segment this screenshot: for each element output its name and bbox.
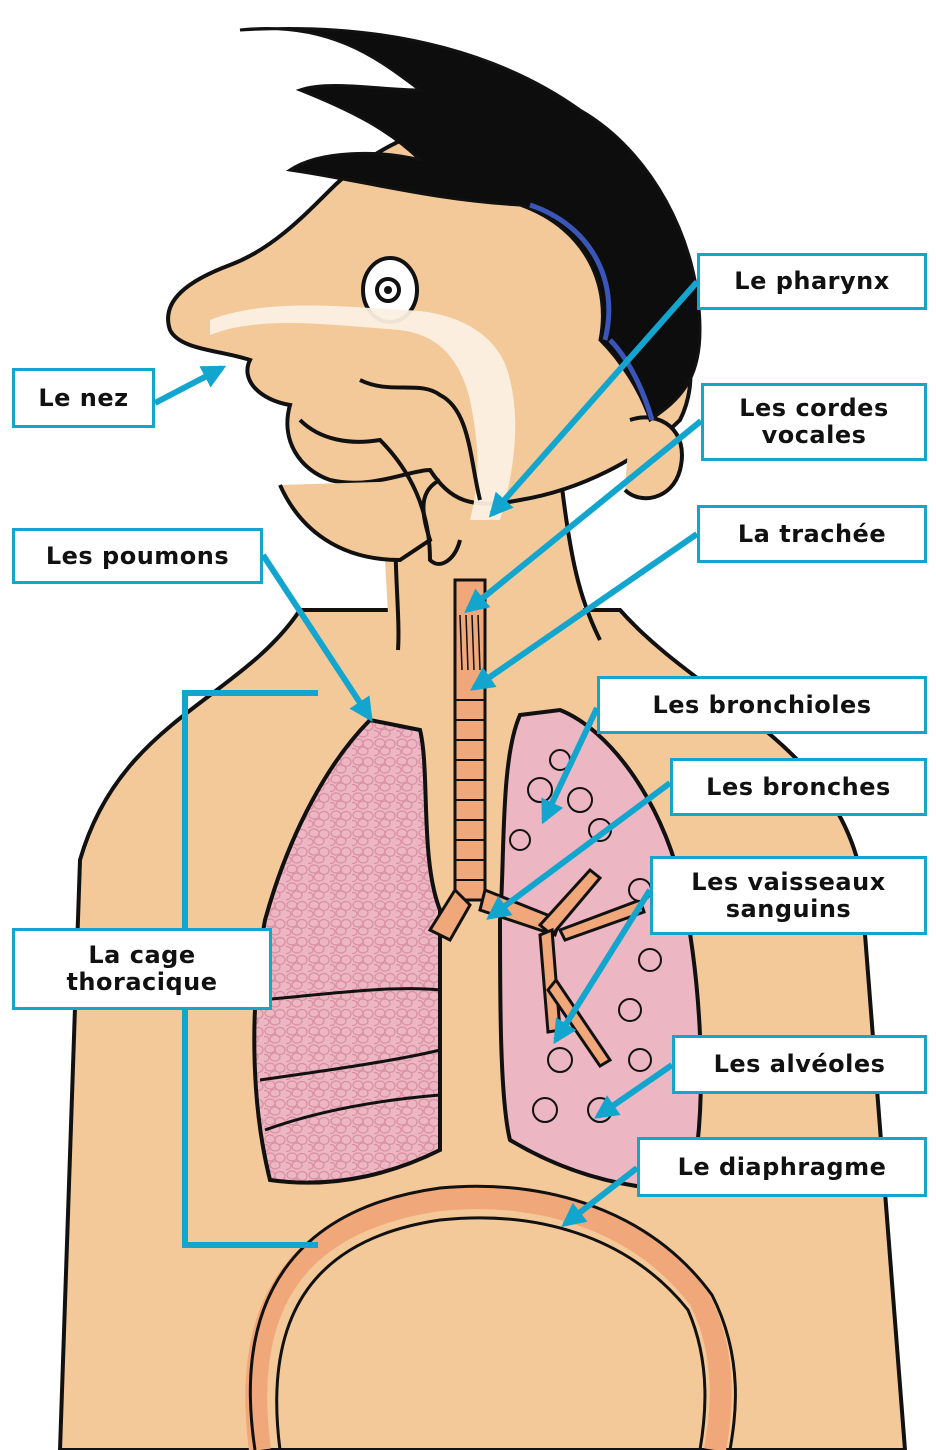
label-trachee: La trachée bbox=[697, 505, 927, 563]
label-vaisseaux-sanguins: Les vaisseaux sanguins bbox=[650, 856, 927, 935]
label-bronchioles: Les bronchioles bbox=[597, 676, 927, 734]
arrow-nez bbox=[155, 368, 222, 403]
trachea bbox=[455, 580, 485, 900]
label-cordes-vocales: Les cordes vocales bbox=[701, 383, 927, 461]
label-alveoles: Les alvéoles bbox=[672, 1035, 927, 1094]
label-poumons: Les poumons bbox=[12, 528, 263, 584]
label-bronches: Les bronches bbox=[670, 758, 927, 816]
label-nez: Le nez bbox=[12, 368, 155, 428]
label-diaphragme: Le diaphragme bbox=[637, 1137, 927, 1197]
label-pharynx: Le pharynx bbox=[697, 253, 927, 310]
label-cage-thoracique: La cage thoracique bbox=[12, 928, 272, 1010]
